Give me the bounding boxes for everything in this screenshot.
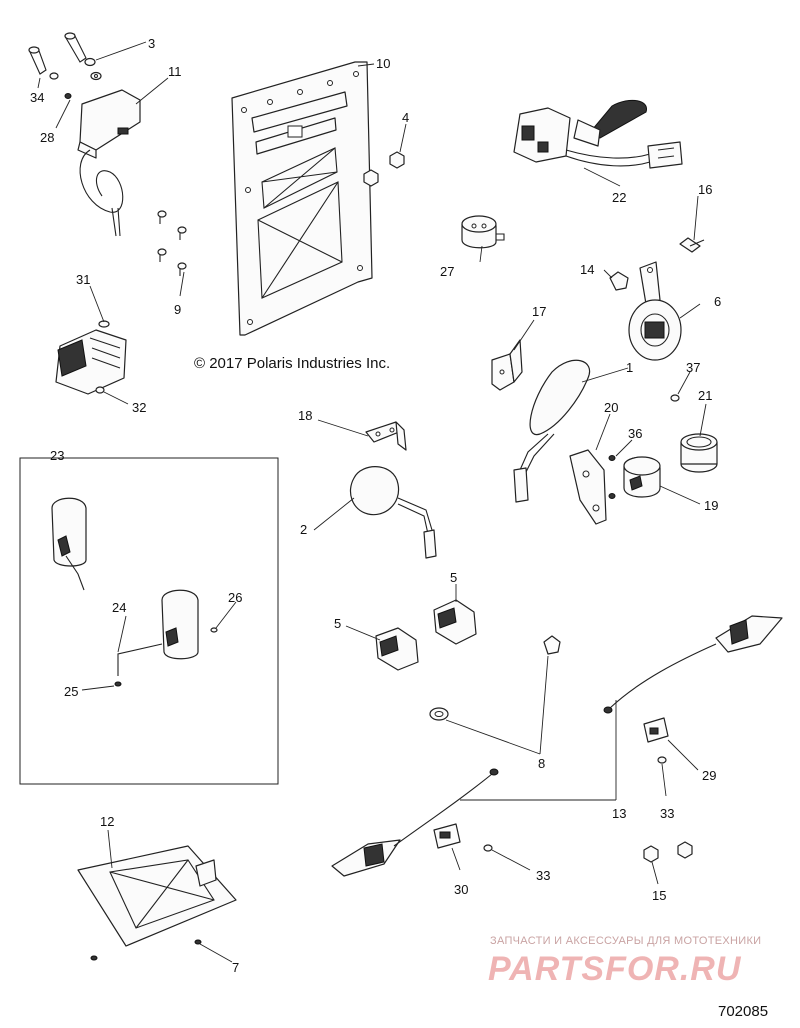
screws-33: [483, 756, 667, 852]
mirror-2: [349, 466, 437, 559]
watermark-brand: PARTSFOR.RU: [488, 950, 742, 988]
callout-labels: 3 34 28 11 10 4 9 31 32 22 16 27 14 6 17…: [30, 36, 721, 975]
callout-2: 2: [300, 522, 307, 537]
callout-27: 27: [440, 264, 454, 279]
lower-plate-12: [77, 845, 237, 961]
callout-33b: 33: [536, 868, 550, 883]
bolt-16: [679, 237, 705, 253]
callout-5a: 5: [334, 616, 341, 631]
callout-26: 26: [228, 590, 242, 605]
callout-8: 8: [538, 756, 545, 771]
ignition-assembly: [569, 449, 661, 525]
callout-29: 29: [702, 768, 716, 783]
callout-36: 36: [628, 426, 642, 441]
switch-5b: [433, 599, 477, 645]
callout-18: 18: [298, 408, 312, 423]
connector-30: [433, 823, 461, 849]
callout-7: 7: [232, 960, 239, 975]
callout-14: 14: [580, 262, 594, 277]
callout-3: 3: [148, 36, 155, 51]
callout-15: 15: [652, 888, 666, 903]
copyright-notice: © 2017 Polaris Industries Inc.: [194, 355, 390, 372]
callout-20: 20: [604, 400, 618, 415]
horn-6: [609, 261, 682, 361]
callout-13: 13: [612, 806, 626, 821]
callout-11: 11: [168, 64, 182, 79]
callout-37: 37: [686, 360, 700, 375]
callout-33a: 33: [660, 806, 674, 821]
callout-34: 34: [30, 90, 44, 105]
screws-9: [157, 210, 187, 276]
callout-5b: 5: [450, 570, 457, 585]
callout-28: 28: [40, 130, 54, 145]
figure-number: 702085: [718, 1003, 768, 1020]
callout-17: 17: [532, 304, 546, 319]
callout-30: 30: [454, 882, 468, 897]
mirror-1: [513, 359, 591, 503]
callout-10: 10: [376, 56, 390, 71]
callout-31: 31: [76, 272, 90, 287]
callout-16: 16: [698, 182, 712, 197]
indicator-27: [461, 215, 505, 249]
watermark-subtitle: ЗАПЧАСТИ И АКСЕССУАРЫ ДЛЯ МОТОТЕХНИКИ: [490, 935, 761, 947]
callout-1: 1: [626, 360, 633, 375]
license-lamp: [77, 89, 141, 237]
callout-22: 22: [612, 190, 626, 205]
callout-21: 21: [698, 388, 712, 403]
callout-32: 32: [132, 400, 146, 415]
bracket-17: [491, 339, 523, 391]
leader-lines: [37, 41, 707, 963]
handlebar-switch-22: [513, 99, 683, 169]
callout-25: 25: [64, 684, 78, 699]
callout-12: 12: [100, 814, 114, 829]
nuts-4: [363, 151, 405, 187]
grommets-8: [429, 635, 561, 721]
bracket-18: [365, 421, 407, 451]
callout-19: 19: [704, 498, 718, 513]
switch-5a: [375, 627, 419, 671]
callout-9: 9: [174, 302, 181, 317]
ring-21: [680, 433, 718, 473]
callout-6: 6: [714, 294, 721, 309]
fasteners-top-left: [28, 32, 102, 99]
turn-signals-13: [331, 615, 783, 877]
callout-23: 23: [50, 448, 64, 463]
license-plate-bracket: [231, 61, 373, 336]
callout-24: 24: [112, 600, 126, 615]
mirror-kit-23: [19, 457, 279, 785]
connector-29: [643, 717, 669, 743]
nuts-15: [643, 841, 693, 863]
callout-4: 4: [402, 110, 409, 125]
module-31: [55, 320, 127, 395]
screw-37: [670, 394, 680, 402]
